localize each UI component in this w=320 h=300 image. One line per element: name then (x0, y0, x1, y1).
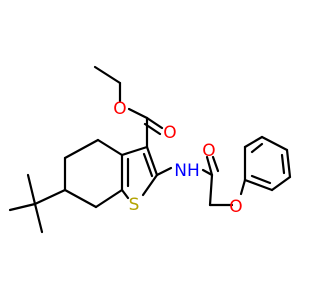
atom-label-ester-carbonyl-oxygen: O (163, 123, 176, 143)
bond-tbu-methyl-bottom (33, 202, 44, 234)
atom-label-amide-oxygen: O (202, 141, 215, 161)
phenyl-ring (243, 135, 292, 192)
bond-ph-inner-a (250, 142, 264, 154)
bond-c3a-c3 (120, 145, 149, 157)
bond-nh-carbonyl-carbon (201, 168, 214, 177)
bond-c3-c2 (145, 145, 159, 177)
bond-amide-carbonyl-double-a (205, 155, 214, 177)
bond-tbu-methyl-left (8, 202, 37, 212)
bond-ph-5-6 (270, 175, 292, 192)
bond-tbu-methyl-top (26, 173, 37, 206)
bond-ester-carbonyl-double-a (145, 116, 164, 130)
bond-ph-inner-b (280, 153, 286, 175)
bond-c2-s (141, 173, 159, 197)
bond-c3-c2-double (142, 152, 154, 178)
bond-carbonyl-ch2 (208, 173, 214, 207)
molecule-structure: O O O O NH S (8, 65, 292, 234)
bond-c4-c3a (96, 138, 124, 157)
atom-label-sulfur: S (129, 195, 140, 215)
bond-s-c7a (120, 188, 130, 200)
bond-o-phenyl (239, 178, 247, 196)
bond-c5-c4 (63, 138, 100, 160)
phenoxyacetamide-group (155, 155, 247, 207)
bond-amide-carbonyl-double-b (211, 155, 220, 173)
bond-ph-inner-c (250, 174, 272, 185)
bond-c2-nh (155, 166, 173, 177)
bond-ester-carbon-to-o (127, 107, 149, 120)
bond-ph-3-4 (260, 135, 289, 152)
bond-ch2-ch3 (93, 65, 122, 85)
atom-label-nh: NH (174, 161, 200, 181)
cyclohexene-ring (63, 138, 130, 209)
bond-ph-6-1 (243, 178, 274, 192)
bond-ester-carbonyl-double-b (143, 122, 162, 136)
thiophene-ring (120, 145, 159, 200)
bond-c7-c6 (63, 188, 98, 209)
atom-label-ester-ether-oxygen: O (113, 99, 126, 119)
ethyl-ester-group (93, 65, 164, 149)
tert-butyl-group (8, 173, 67, 234)
bond-tbu-center-to-ring (33, 188, 67, 206)
bond-c7a-c7 (94, 188, 124, 209)
bond-ph-4-5 (285, 148, 292, 179)
bond-ph-2-3 (243, 135, 264, 149)
atom-label-phenoxy-oxygen: O (229, 197, 242, 217)
